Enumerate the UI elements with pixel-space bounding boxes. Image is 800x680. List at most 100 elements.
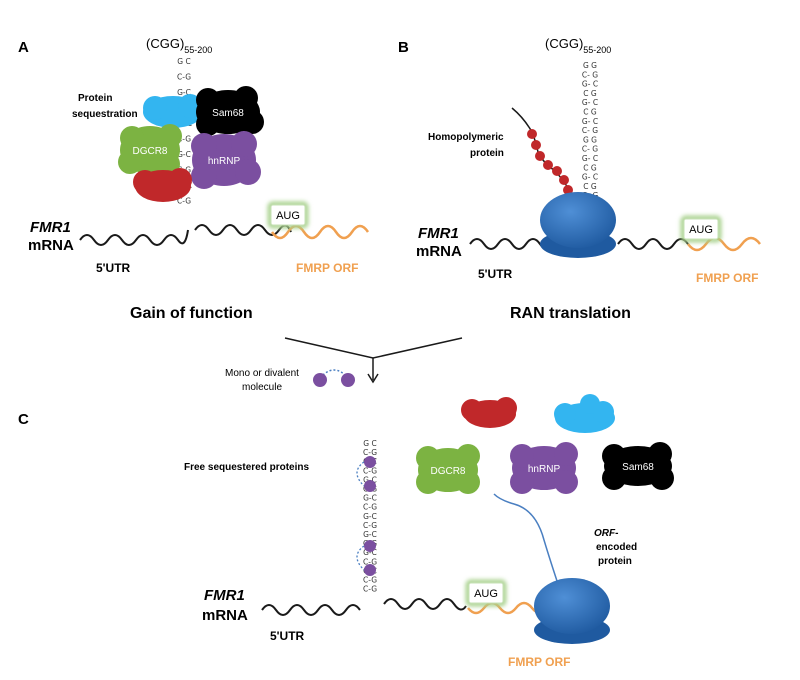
convergence-lines [284,337,463,359]
sam68-label: Sam68 [212,108,244,119]
panel-b-orf-label: FMRP ORF [696,271,758,285]
gain-of-function-label: Gain of function [130,305,253,322]
panel-b-mrna-label: mRNA [416,243,462,260]
panel-c-aug-label: AUG [474,588,498,600]
panel-a-orf-strand [270,224,370,240]
panel-b-orf-strand [687,236,761,252]
panel-b: B (CGG)55-200 G GC- GG- CC GG- CC GG- CC… [398,36,761,285]
stem-base-pair: G-C [363,512,377,521]
stem-base-pair: C- G [582,70,598,79]
stem-base-pair: G G [583,61,597,70]
panel-b-repeat-label: (CGG)55-200 [545,36,611,55]
stem-base-pair: C G [583,108,597,117]
panel-a-mrna-label: mRNA [28,237,74,254]
stem-base-pair: C- G [582,126,598,135]
panel-b-ribosome [540,192,616,258]
stem-base-pair: G- C [582,173,598,182]
free-cyan-protein [554,394,615,433]
molecule-label-line2: molecule [242,382,282,393]
panel-a-utr-label: 5'UTR [96,261,131,275]
dgcr8-label: DGCR8 [132,146,167,157]
stem-base-pair: C G [583,89,597,98]
stem-base-pair: G G [583,135,597,144]
panel-c-mrna-label: mRNA [202,607,248,624]
free-hnrnp-label: hnRNP [528,464,561,475]
free-proteins-label: Free sequestered proteins [184,462,309,473]
panel-a-aug-box: AUG [267,201,309,229]
stem-base-pair: C-G [363,448,377,457]
stem-base-pair: G C [177,57,190,66]
free-red-protein [461,397,517,428]
free-hnrnp-protein: hnRNP [510,442,578,494]
homopolymer-label-line1: Homopolymeric [428,132,504,143]
encoded-protein-label-line2: encoded [596,542,637,553]
red-protein-cloud [133,168,192,202]
encoded-protein-label-line1: ORF- [594,528,618,539]
panel-b-gene-label: FMR1 [418,225,459,242]
stem-base-pair: C-G [363,557,377,566]
panel-b-utr-label: 5'UTR [478,267,513,281]
panel-c: C G CC-GG-CC-GG-CC-GG-CC-GG-CC-GG-CC-GG-… [18,394,674,669]
stem-base-pair: C-G [363,466,377,475]
nascent-protein-chain [493,493,561,591]
panel-a-letter: A [18,39,29,56]
stem-base-pair: G-C [177,88,191,97]
free-sam68-label: Sam68 [622,462,654,473]
encoded-protein-label-line3: protein [598,556,632,567]
stem-base-pair: G C [363,439,376,448]
hnrnp-protein-cloud: hnRNP [191,131,261,189]
panel-c-letter: C [18,411,29,428]
convergence-arrow-head [367,373,379,384]
panel-b-letter: B [398,39,409,56]
sam68-protein-cloud: Sam68 [196,86,264,136]
panel-a-utr-strand-left [79,229,189,246]
panel-b-aug-box: AUG [680,215,722,243]
panel-c-utr-label: 5'UTR [270,629,305,643]
panel-c-aug-box: AUG [465,579,507,607]
panel-c-utr-strand-left [261,604,361,616]
bound-molecules [356,456,376,576]
stem-base-pair: C-G [363,521,377,530]
stem-base-pair: C-G [177,73,191,82]
stem-base-pair: C-G [177,135,191,144]
divalent-molecule-icon [313,369,355,387]
sequestration-label-line2: sequestration [72,109,138,120]
stem-base-pair: C-G [363,576,377,585]
panel-a-utr-strand-right [194,224,292,236]
panel-a-gene-label: FMR1 [30,219,71,236]
stem-base-pair: G- C [582,80,598,89]
free-dgcr8-protein: DGCR8 [416,444,480,494]
panel-b-utr-strand-right [617,238,689,250]
free-sam68-protein: Sam68 [602,442,674,490]
panel-a-aug-label: AUG [276,210,300,222]
panel-c-gene-label: FMR1 [204,587,245,604]
sequestration-label-line1: Protein [78,93,112,104]
stem-base-pair: G-C [363,548,377,557]
hnrnp-label: hnRNP [208,156,241,167]
panel-a: A (CGG)55-200 G CC-GG-CC-GG- CC-GG-CC-GG… [18,36,370,275]
molecule-label-line1: Mono or divalent [225,368,299,379]
stem-base-pair: G-C [177,150,191,159]
ran-translation-label: RAN translation [510,305,631,322]
homopolymer-label-line2: protein [470,148,504,159]
free-dgcr8-label: DGCR8 [430,466,465,477]
stem-base-pair: C-G [363,503,377,512]
stem-base-pair: G- C [582,98,598,107]
stem-base-pair: G-C [363,475,377,484]
stem-base-pair: G-C [363,494,377,503]
stem-base-pair: C-G [177,197,191,206]
panel-b-cgg-hairpin: G GC- GG- CC GG- CC GG- CC- GG GC- GG- C… [582,61,599,210]
stem-base-pair: G-C [363,530,377,539]
panel-c-orf-label: FMRP ORF [508,655,570,669]
panel-a-repeat-label: (CGG)55-200 [146,36,212,55]
stem-base-pair: G- C [582,117,598,126]
panel-c-ribosome [534,578,610,644]
panel-c-utr-strand-right [383,598,467,611]
panel-b-aug-label: AUG [689,224,713,236]
stem-base-pair: C G [583,182,597,191]
homopolymer-beads [527,129,573,195]
stem-base-pair: C- G [582,145,598,154]
stem-base-pair: C G [583,163,597,172]
panel-a-orf-label: FMRP ORF [296,261,358,275]
